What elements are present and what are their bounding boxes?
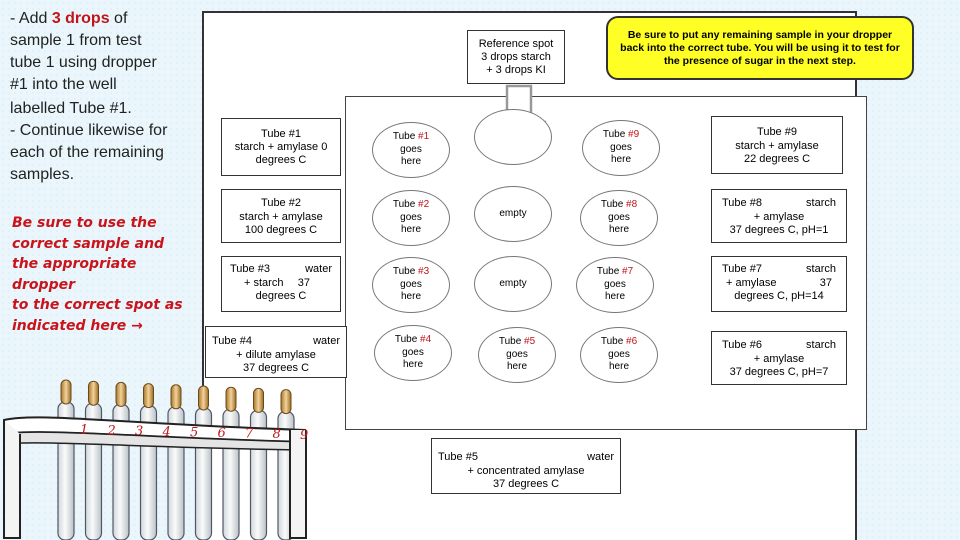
rack-number-2: 2: [107, 424, 116, 439]
rack-test-tube-1: [57, 379, 75, 540]
instruction-step-1: - Add 3 drops of sample 1 from test tube…: [10, 10, 157, 93]
rack-test-tube-7: [222, 386, 240, 540]
well-empty-1: empty: [474, 186, 552, 242]
rack-test-tube-8: [249, 387, 268, 540]
rack-test-tube-2: [84, 380, 103, 540]
rack-number-4: 4: [162, 425, 171, 440]
rack-number-1: 1: [80, 423, 88, 438]
rack-number-8: 8: [273, 427, 281, 442]
rack-number-3: 3: [135, 424, 143, 439]
test-tube-rack-illustration: 1 2 3 4 5 6 7 8 9: [3, 379, 308, 540]
rack-number-7: 7: [245, 427, 254, 442]
rack-test-tube-4: [139, 383, 158, 540]
rack-number-9: 9: [300, 428, 308, 443]
well-empty-2: empty: [474, 256, 552, 312]
reminder-note: Be sure to put any remaining sample in y…: [606, 16, 914, 80]
instruction-step-2: labelled Tube #1. - Continue likewise fo…: [10, 100, 168, 183]
rack-number-5: 5: [190, 425, 198, 440]
well-reference: [474, 109, 552, 165]
rack-test-tube-3: [112, 381, 130, 540]
reference-spot-box: Reference spot 3 drops starch + 3 drops …: [467, 30, 565, 84]
rack-test-tube-6: [194, 385, 213, 540]
warning-text: Be sure to use the correct sample and th…: [12, 215, 183, 334]
rack-test-tube-5: [167, 384, 185, 540]
rack-number-6: 6: [218, 426, 226, 441]
